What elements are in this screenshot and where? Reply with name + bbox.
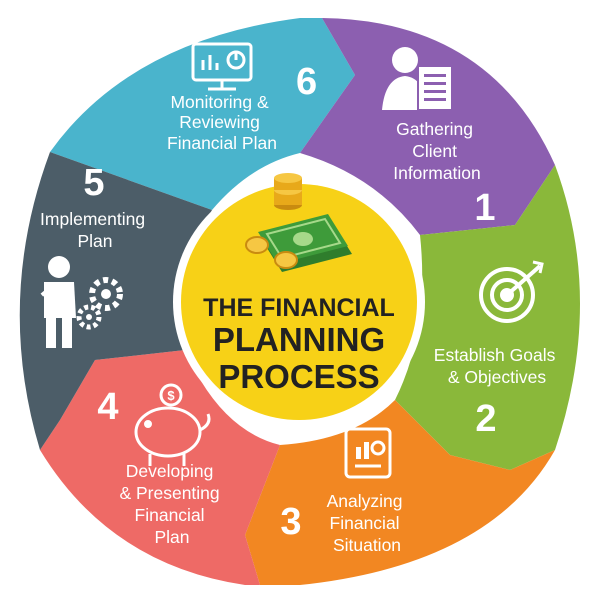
segment-3-shape: [245, 400, 555, 585]
segment-2-label-line-2: & Objectives: [448, 367, 546, 387]
person-gears-icon: [40, 256, 123, 348]
segment-6: 6 Monitoring & Reviewing Financial Plan: [50, 18, 355, 210]
segment-4-label-line-1: Developing: [126, 461, 214, 481]
center-title-line-2: PLANNING: [213, 321, 385, 358]
segment-3-label-line-1: Analyzing: [327, 491, 403, 511]
segment-5-label: Implementing Plan: [40, 209, 150, 251]
segment-3-label-line-3: Situation: [333, 535, 401, 555]
segment-4: $ 4 Developing & Presenting Financial Pl…: [40, 350, 280, 585]
segment-1-label: Gathering Client Information: [393, 119, 481, 183]
segment-6-number: 6: [296, 61, 317, 103]
piggy-bank-icon: $: [134, 383, 211, 466]
client-document-icon: [382, 47, 453, 111]
center-title-line-3: PROCESS: [218, 358, 379, 395]
segment-3-label-line-2: Financial: [330, 513, 400, 533]
segment-3-label: Analyzing Financial Situation: [327, 491, 408, 555]
segment-4-label-line-3: Financial: [135, 505, 205, 525]
segment-5: 5 Implementing Plan: [19, 152, 212, 450]
segment-6-shape: [50, 18, 355, 210]
segment-1-shape: [300, 18, 555, 235]
segment-4-label: Developing & Presenting Financial Plan: [119, 461, 224, 547]
segment-2-shape: [395, 165, 580, 470]
segment-3: Analyzing Financial Situation 3: [245, 400, 555, 585]
money-stack-icon: [245, 173, 352, 272]
segment-1-label-line-3: Information: [393, 163, 481, 183]
segment-6-label-line-2: Reviewing: [179, 112, 260, 132]
target-arrow-icon: [479, 260, 544, 323]
segment-6-label-line-3: Financial Plan: [167, 133, 277, 153]
segment-1: Gathering Client Information 1: [300, 18, 555, 235]
segment-5-shape: [19, 152, 212, 450]
svg-text:$: $: [167, 388, 175, 403]
segment-2-label-line-1: Establish Goals: [434, 345, 556, 365]
segment-6-label-line-1: Monitoring &: [170, 92, 269, 112]
segment-3-number: 3: [280, 501, 301, 543]
segment-1-number: 1: [474, 187, 495, 229]
segment-5-label-line-1: Implementing: [40, 209, 145, 229]
segment-4-label-line-2: & Presenting: [119, 483, 219, 503]
segment-2: Establish Goals & Objectives 2: [395, 165, 580, 470]
segment-1-label-line-1: Gathering: [396, 119, 473, 139]
segment-5-label-line-2: Plan: [77, 231, 112, 251]
segment-1-label-line-2: Client: [412, 141, 457, 161]
segment-4-shape: [40, 350, 280, 585]
segment-2-number: 2: [475, 398, 496, 440]
tablet-chart-icon: [344, 427, 392, 479]
segment-4-label-line-4: Plan: [154, 527, 189, 547]
segment-6-label: Monitoring & Reviewing Financial Plan: [167, 92, 277, 153]
center-circle-fill: [181, 184, 417, 420]
center-title-line-1: THE FINANCIAL: [203, 294, 395, 322]
monitor-chart-icon: [191, 42, 253, 91]
center-hub: THE FINANCIAL PLANNING PROCESS: [173, 173, 425, 428]
segment-2-label: Establish Goals & Objectives: [434, 345, 560, 387]
segment-5-number: 5: [83, 162, 104, 204]
segment-4-number: 4: [97, 386, 118, 428]
